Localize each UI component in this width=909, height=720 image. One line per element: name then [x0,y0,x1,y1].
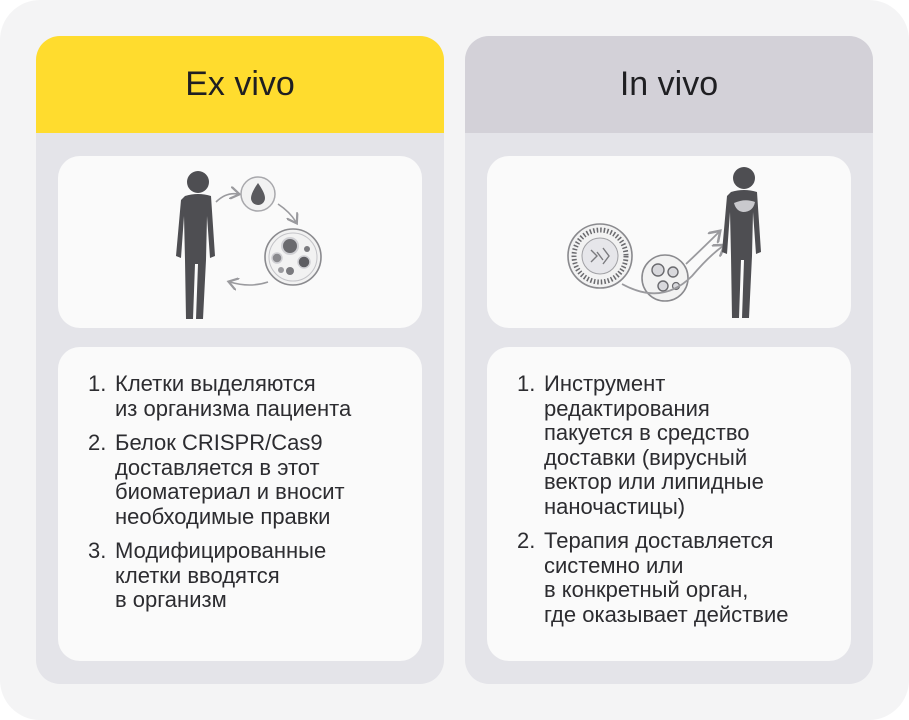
step-number: 1. [517,371,536,396]
ex-vivo-steps-card: 1. Клетки выделяются из организма пациен… [58,347,422,661]
step-text: Терапия доставляется системно или в конк… [544,528,789,627]
step-text: Клетки выделяются из организма пациента [115,371,352,421]
in-vivo-title: In vivo [465,36,873,133]
step-number: 1. [88,371,107,396]
list-item: 2. Белок CRISPR/Cas9 доставляется в этот… [88,430,408,529]
ex-vivo-steps: 1. Клетки выделяются из организма пациен… [88,371,408,623]
step-text: Инструмент редактирования пакуется в сре… [544,371,764,519]
in-vivo-illustration [487,156,851,328]
ex-vivo-panel: Ex vivo [36,36,444,684]
in-vivo-steps-card: 1. Инструмент редактирования пакуется в … [487,347,851,661]
human-figure-icon [722,167,761,318]
liver-icon [734,200,755,212]
list-item: 1. Клетки выделяются из организма пациен… [88,371,408,421]
in-vivo-panel: In vivo [465,36,873,684]
lipid-nanoparticle-icon [567,223,633,289]
human-figure-icon [176,171,215,319]
list-item: 2. Терапия доставляется системно или в к… [517,528,837,627]
step-text: Модифицированные клетки вводятся в орган… [115,538,327,612]
step-text: Белок CRISPR/Cas9 доставляется в этот би… [115,430,345,529]
step-number: 3. [88,538,107,563]
step-number: 2. [88,430,107,455]
cell-dish-icon [264,228,322,286]
step-number: 2. [517,528,536,553]
in-vivo-steps: 1. Инструмент редактирования пакуется в … [517,371,837,637]
blood-drop-icon [240,176,276,212]
list-item: 3. Модифицированные клетки вводятся в ор… [88,538,408,613]
ex-vivo-illustration: human-figure-icon [58,156,422,328]
list-item: 1. Инструмент редактирования пакуется в … [517,371,837,519]
ex-vivo-title: Ex vivo [36,36,444,133]
viral-vector-icon [641,254,689,302]
